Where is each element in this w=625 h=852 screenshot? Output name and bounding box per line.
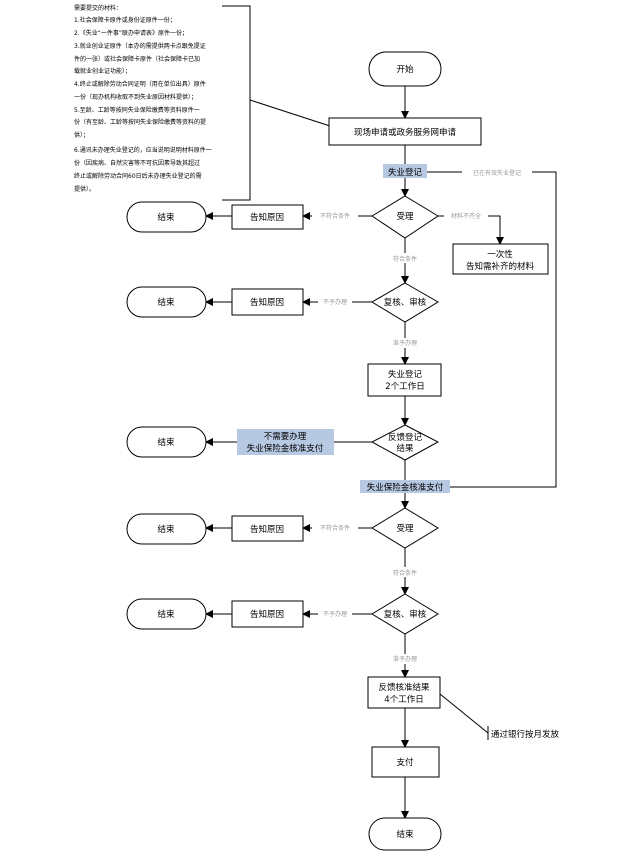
svg-text:告知原因: 告知原因 (250, 524, 284, 535)
svg-text:结束: 结束 (157, 297, 175, 308)
edge-label-materials-incomplete: 材料不齐全 (451, 212, 481, 220)
svg-text:受理: 受理 (396, 523, 414, 534)
svg-text:告知需补齐的材料: 告知需补齐的材料 (466, 261, 535, 272)
svg-text:现场申请或政务服务网申请: 现场申请或政务服务网申请 (354, 127, 457, 138)
accept-decision: 受理 (371, 195, 439, 239)
insurance-approval-label: 失业保险金核准支付 (360, 480, 450, 493)
materials-line: 3.就业创业证原件（本办的需提供两卡点跟免提证 (74, 42, 206, 50)
svg-text:结束: 结束 (157, 524, 175, 535)
edge-label-not-meet: 不符合条件 (320, 212, 350, 220)
end-node: 结束 (126, 513, 207, 545)
materials-line: 提供）。 (74, 185, 95, 193)
end-node: 结束 (126, 201, 207, 233)
svg-text:不需要办理: 不需要办理 (264, 431, 307, 442)
svg-text:告知原因: 告知原因 (250, 212, 284, 223)
review-decision: 复核、审核 (371, 593, 439, 635)
materials-line: 供）； (74, 131, 89, 139)
svg-text:告知原因: 告知原因 (250, 297, 284, 308)
materials-line: 终止或解除劳动合同60日后未办理失业登记的需 (74, 172, 202, 180)
apply-box: 现场申请或政务服务网申请 (328, 117, 482, 146)
feedback-registration-decision: 反馈登记 结果 (370, 424, 440, 461)
edge-label-not-approve: 不予办理 (323, 610, 347, 618)
no-need-label: 不需要办理 失业保险金核准支付 (237, 429, 334, 455)
svg-text:结束: 结束 (396, 829, 414, 840)
pay-box: 支付 (371, 746, 440, 778)
edge-label-not-meet: 不符合条件 (320, 524, 350, 532)
unemployment-registration-label: 失业登记 (383, 164, 427, 178)
notify-reason-box: 告知原因 (231, 204, 304, 230)
edge-label-meet: 符合条件 (393, 569, 417, 577)
svg-text:结果: 结果 (396, 443, 414, 454)
end-node: 结束 (126, 426, 207, 458)
end-node: 结束 (126, 598, 207, 630)
feedback-approval-box: 反馈核准结果 4个工作日 (367, 676, 441, 709)
edge-label-meet: 符合条件 (393, 255, 417, 263)
edge-label-not-approve: 不予办理 (323, 298, 347, 306)
notify-reason-box: 告知原因 (231, 600, 304, 628)
svg-text:反馈登记: 反馈登记 (388, 432, 423, 443)
svg-text:失业登记: 失业登记 (388, 167, 423, 178)
registration-box: 失业登记 2个工作日 (367, 363, 442, 397)
materials-line: 份（有至龄、工龄等按同失业保险缴费等资料的提 (74, 118, 206, 126)
start-node: 开始 (368, 51, 442, 87)
svg-text:支付: 支付 (396, 757, 414, 768)
materials-line: 载就业创业证功能）； (74, 67, 131, 75)
svg-text:受理: 受理 (396, 211, 414, 222)
svg-text:通过银行按月发放: 通过银行按月发放 (491, 729, 560, 740)
materials-line: 份（因疾病、自然灾害等不可抗因素导致其超过 (74, 159, 200, 167)
materials-line: 4.终止或解除劳动合同证明（用在单位出具）原件 (74, 80, 206, 88)
svg-text:结束: 结束 (157, 437, 175, 448)
materials-note: 需要提交的材料： 1.社会保障卡原件或身份证原件一份； 2.《失业“一件事”联办… (74, 4, 331, 201)
svg-text:失业保险金核准支付: 失业保险金核准支付 (247, 443, 324, 454)
edge-label-approve: 准予办理 (393, 655, 417, 663)
edge-label-approve: 准予办理 (393, 339, 417, 347)
materials-line: 需要提交的材料： (74, 4, 122, 12)
svg-text:一次性: 一次性 (487, 249, 513, 260)
svg-text:4个工作日: 4个工作日 (384, 694, 423, 705)
materials-line: 一份（现办机构收取不到失业原因材料提供）； (74, 93, 197, 101)
materials-line: 6.通讯未办理失业登记的，应当说明说明材料原件一 (74, 146, 212, 154)
svg-text:开始: 开始 (396, 64, 414, 75)
one-time-notify-box: 一次性 告知需补齐的材料 (452, 243, 549, 275)
svg-text:告知原因: 告知原因 (250, 609, 284, 620)
svg-text:结束: 结束 (157, 609, 175, 620)
final-end-node: 结束 (368, 817, 442, 851)
svg-text:结束: 结束 (157, 212, 175, 223)
bank-payment-note: 通过银行按月发放 (487, 726, 560, 740)
svg-text:失业登记: 失业登记 (388, 369, 423, 380)
edge-label-has-valid: 已在有效失业登记 (473, 169, 521, 177)
svg-text:2个工作日: 2个工作日 (385, 381, 424, 392)
edge-labels: 已在有效失业登记 不符合条件 材料不齐全 符合条件 不予办理 准予办理 不符合条… (312, 167, 532, 664)
svg-text:复核、审核: 复核、审核 (384, 297, 427, 308)
accept-decision: 受理 (371, 507, 439, 549)
materials-line: 件的一张）或社会保障卡原件（社会保障卡已加 (74, 55, 200, 63)
materials-line: 1.社会保障卡原件或身份证原件一份； (74, 16, 176, 24)
notify-reason-box: 告知原因 (231, 515, 304, 542)
notify-reason-box: 告知原因 (231, 288, 304, 316)
svg-text:反馈核准结果: 反馈核准结果 (378, 682, 430, 693)
svg-text:失业保险金核准支付: 失业保险金核准支付 (367, 482, 444, 493)
review-decision: 复核、审核 (371, 282, 439, 323)
svg-text:复核、审核: 复核、审核 (384, 609, 427, 620)
materials-line: 5.至龄、工龄等按同失业保险缴费等资料原件一 (74, 106, 200, 114)
materials-line: 2.《失业“一件事”联办申请表》原件一份； (74, 29, 188, 37)
end-node: 结束 (126, 286, 207, 318)
